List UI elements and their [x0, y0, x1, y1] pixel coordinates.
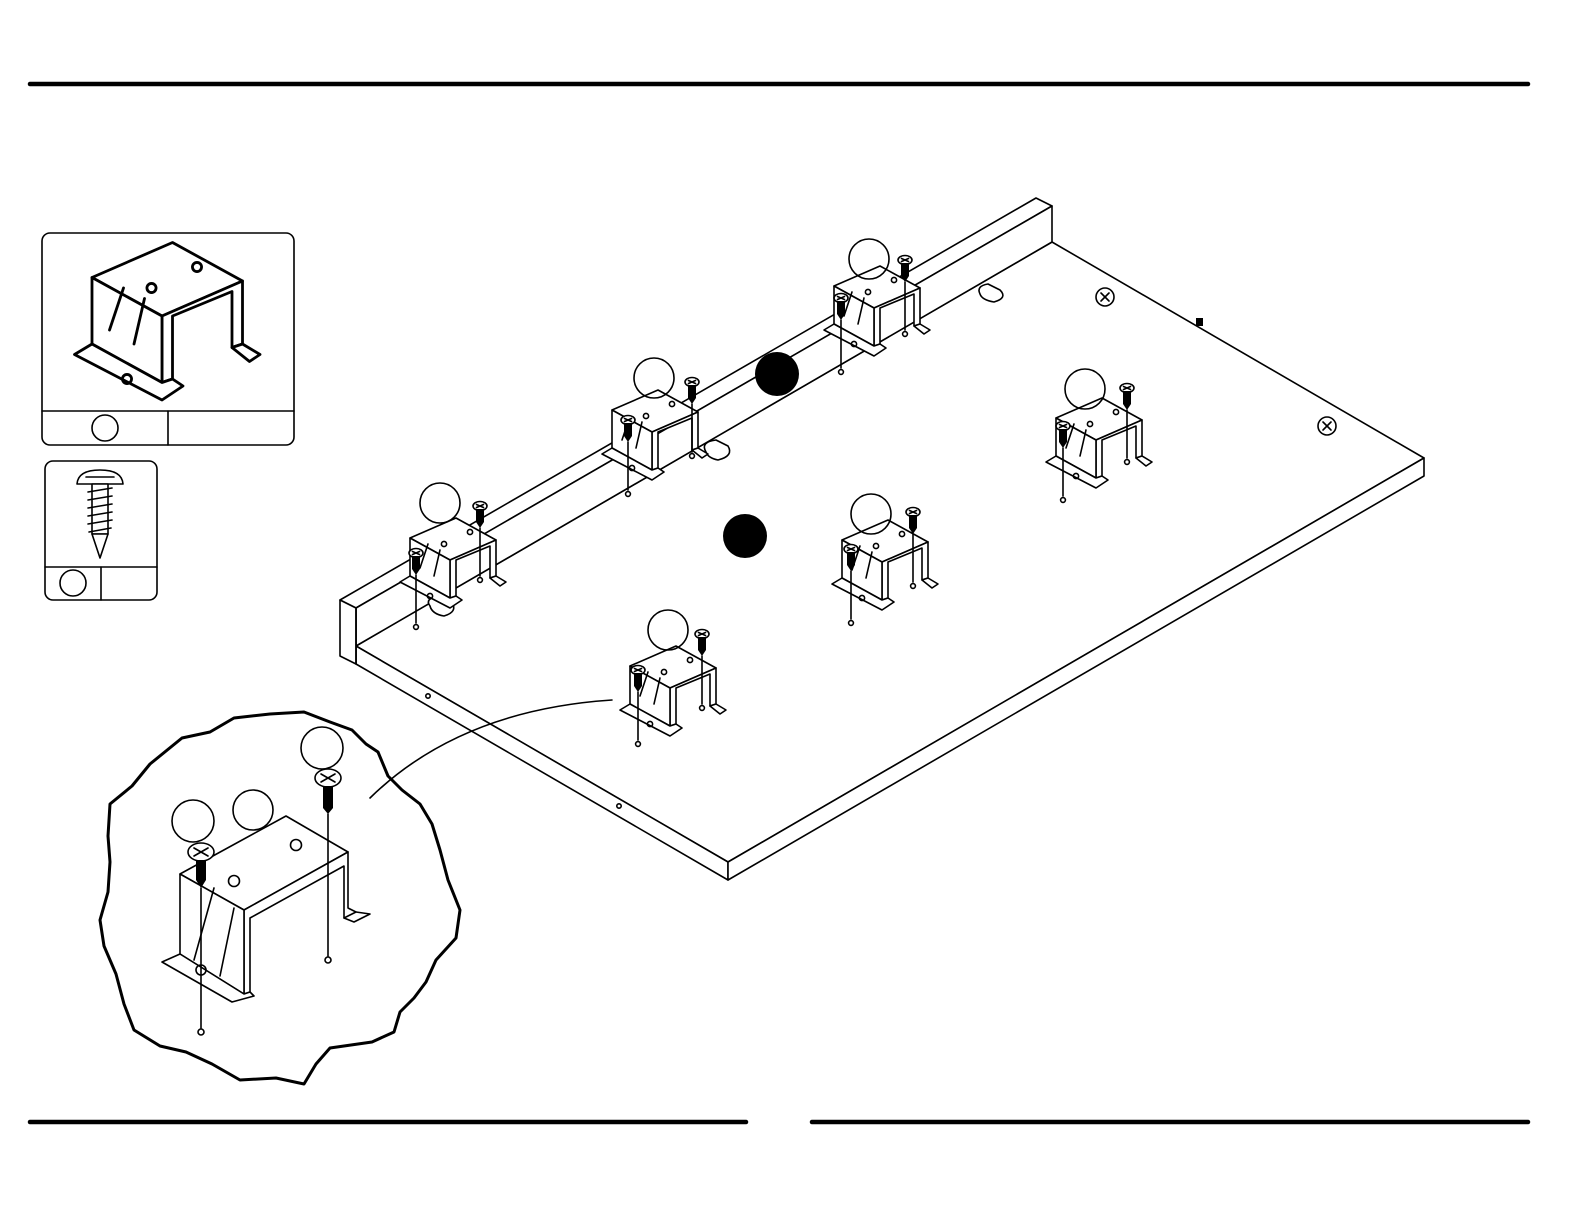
u-bracket-icon	[75, 243, 261, 401]
cam-lock-icon	[1096, 288, 1114, 306]
part-label-bubble	[420, 483, 460, 523]
part-label-bubble	[233, 790, 273, 830]
drill-marker-1	[755, 352, 799, 396]
part-label-bubble	[172, 800, 214, 842]
drill-marker-2	[723, 514, 767, 558]
pan-head-screw-icon	[77, 470, 123, 558]
dowel-pin-icon	[1196, 318, 1203, 326]
part-box-screw	[45, 461, 157, 600]
part-label-bubble	[92, 415, 118, 441]
part-label-bubble	[60, 570, 86, 596]
part-label-bubble	[301, 727, 343, 769]
cam-lock-icon	[1318, 417, 1336, 435]
part-box-bracket	[42, 233, 294, 445]
